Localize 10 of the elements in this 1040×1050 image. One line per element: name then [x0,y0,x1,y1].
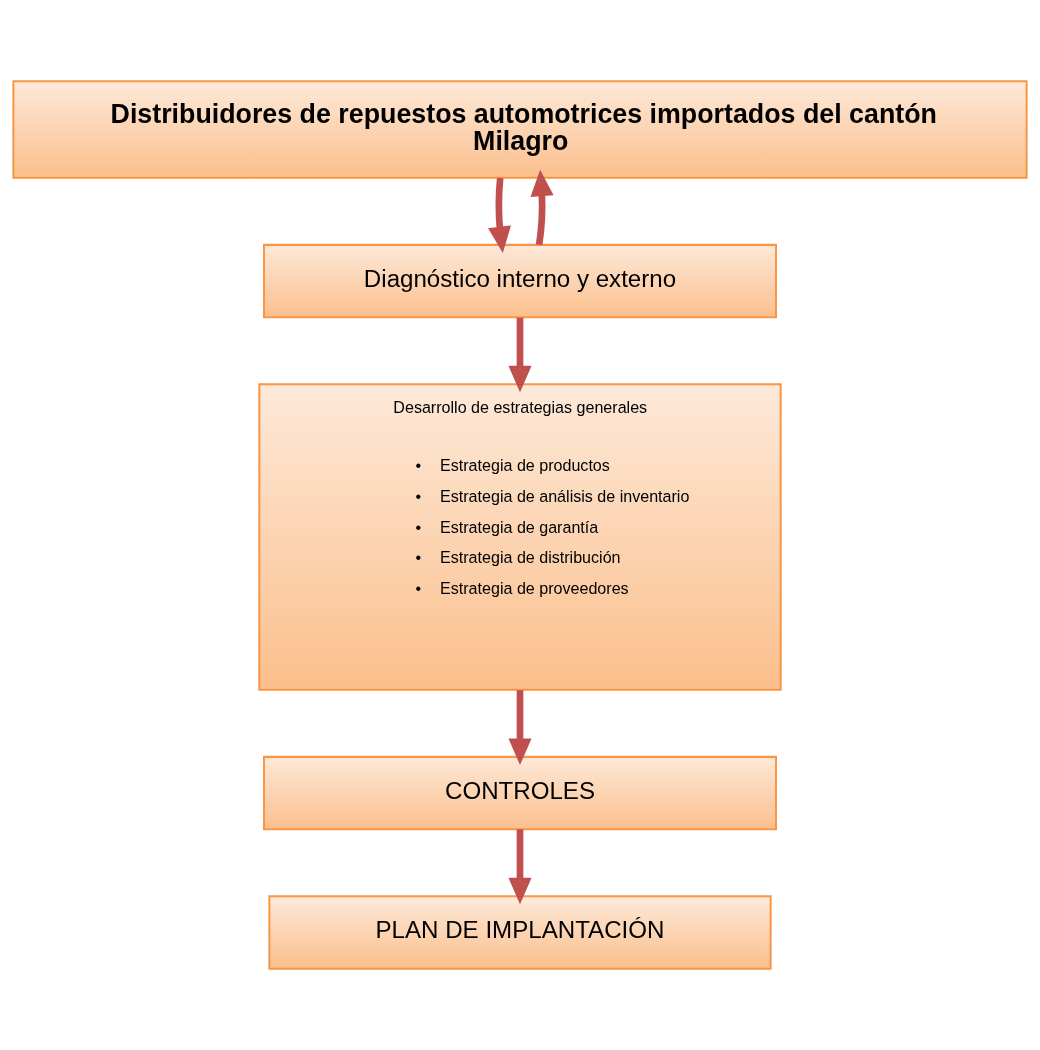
node-box: Desarrollo de estrategias generales • Estrategia de productos • Estrategia de análisis de inventario • Estrategia de garantía • Estrategia de distribución • Estrategia de proveedores [258,383,782,691]
node-box: CONTROLES [263,755,777,831]
arrow [508,690,532,766]
arrow [508,829,532,905]
node-box: Distribuidores de repuestos automotrices importados del cantón Milagro [12,80,1028,179]
arrow [488,177,512,254]
node-box: PLAN DE IMPLANTACIÓN [268,895,772,970]
node-box: Diagnóstico interno y externo [263,243,777,319]
arrow [508,317,532,393]
arrow [530,169,554,246]
